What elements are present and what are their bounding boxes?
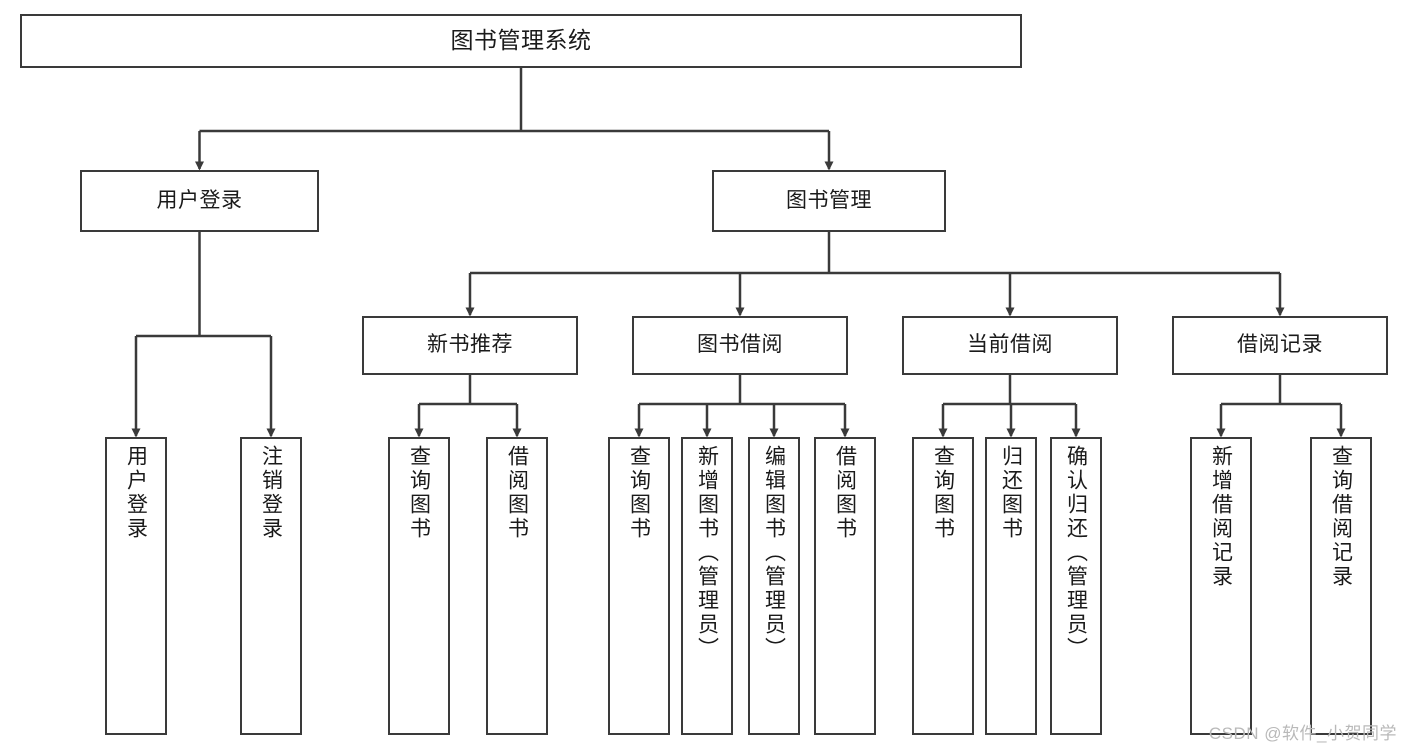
node-bookmgmt[interactable]: 图书管理 — [712, 170, 946, 232]
node-newbook[interactable]: 新书推荐 — [362, 316, 578, 375]
node-label: 当前借阅 — [967, 333, 1053, 357]
node-l-cu-return[interactable]: 归还图书 — [985, 437, 1037, 735]
node-label: 确认归还（管理员） — [1064, 445, 1088, 661]
node-l-rc-query[interactable]: 查询借阅记录 — [1310, 437, 1372, 735]
node-label: 编辑图书（管理员） — [762, 445, 786, 661]
node-label: 新增图书（管理员） — [695, 445, 719, 661]
node-l-bw-add[interactable]: 新增图书（管理员） — [681, 437, 733, 735]
node-l-nb-query[interactable]: 查询图书 — [388, 437, 450, 735]
node-l-cu-confirm[interactable]: 确认归还（管理员） — [1050, 437, 1102, 735]
node-label: 查询图书 — [931, 445, 955, 541]
node-label: 新书推荐 — [427, 333, 513, 357]
node-label: 借阅记录 — [1237, 333, 1323, 357]
node-l-logout[interactable]: 注销登录 — [240, 437, 302, 735]
node-label: 查询图书 — [627, 445, 651, 541]
node-records[interactable]: 借阅记录 — [1172, 316, 1388, 375]
node-borrow[interactable]: 图书借阅 — [632, 316, 848, 375]
node-l-bw-edit[interactable]: 编辑图书（管理员） — [748, 437, 800, 735]
node-label: 查询借阅记录 — [1329, 445, 1353, 589]
node-l-nb-borrow[interactable]: 借阅图书 — [486, 437, 548, 735]
node-l-bw-lend[interactable]: 借阅图书 — [814, 437, 876, 735]
node-l-bw-query[interactable]: 查询图书 — [608, 437, 670, 735]
node-label: 用户登录 — [156, 188, 243, 212]
node-l-login[interactable]: 用户登录 — [105, 437, 167, 735]
csdn-watermark: CSDN @软件_小贺同学 — [1208, 724, 1397, 743]
node-label: 查询图书 — [407, 445, 431, 541]
node-label: 借阅图书 — [833, 445, 857, 541]
node-label: 图书管理系统 — [450, 27, 592, 54]
node-label: 新增借阅记录 — [1209, 445, 1233, 589]
edge-paths — [131, 68, 1346, 438]
node-label: 借阅图书 — [505, 445, 529, 541]
node-login[interactable]: 用户登录 — [80, 170, 319, 232]
node-current[interactable]: 当前借阅 — [902, 316, 1118, 375]
node-label: 归还图书 — [999, 445, 1023, 541]
node-label: 用户登录 — [124, 445, 148, 541]
node-l-rc-add[interactable]: 新增借阅记录 — [1190, 437, 1252, 735]
node-l-cu-query[interactable]: 查询图书 — [912, 437, 974, 735]
node-root[interactable]: 图书管理系统 — [20, 14, 1022, 68]
node-label: 注销登录 — [259, 445, 283, 541]
node-label: 图书借阅 — [697, 333, 783, 357]
node-label: 图书管理 — [786, 188, 872, 212]
